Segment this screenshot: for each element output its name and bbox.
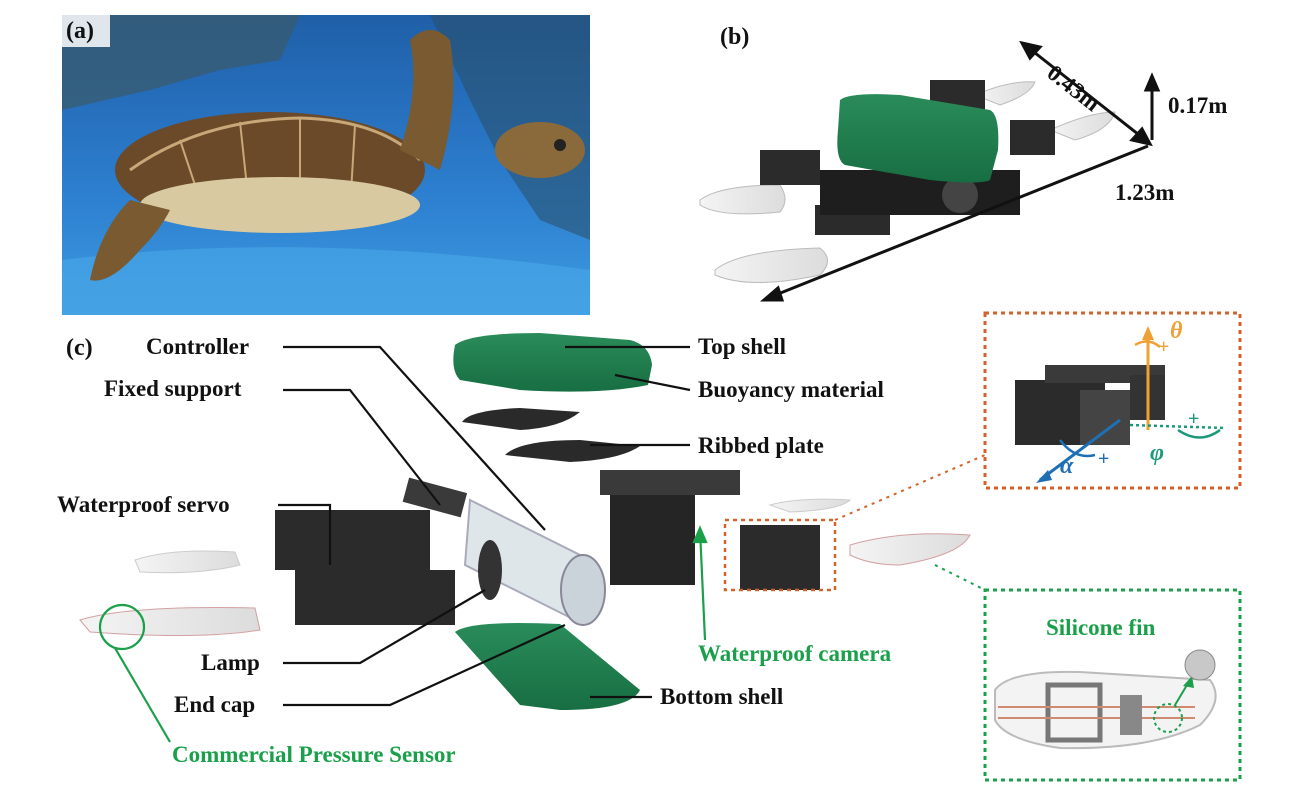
panel-label-b: (b) <box>720 24 750 50</box>
label-waterproof-camera: Waterproof camera <box>698 641 892 666</box>
theta-symbol: θ <box>1170 318 1183 344</box>
label-end-cap: End cap <box>174 692 256 717</box>
alpha-symbol: α <box>1060 453 1074 479</box>
turtle-photo <box>62 15 590 315</box>
label-silicone-fin: Silicone fin <box>1046 615 1156 640</box>
label-bottom-shell: Bottom shell <box>660 684 784 709</box>
label-buoyancy-material: Buoyancy material <box>698 377 884 402</box>
panel-label-a: (a) <box>66 18 94 44</box>
label-lamp: Lamp <box>201 650 260 675</box>
phi-symbol: φ <box>1150 440 1165 466</box>
dimension-arrows <box>759 40 1161 302</box>
label-ribbed-plate: Ribbed plate <box>698 433 824 458</box>
label-fixed-support: Fixed support <box>104 376 242 401</box>
label-top-shell: Top shell <box>698 334 787 359</box>
fin-callout <box>934 564 1242 782</box>
robot-render <box>699 80 1116 283</box>
joint-callout <box>723 311 1242 592</box>
dimension-length-label: 1.23m <box>1115 180 1175 205</box>
panel-label-c: (c) <box>66 335 93 361</box>
theta-plus: + <box>1158 336 1170 358</box>
dimension-height-label: 0.17m <box>1168 93 1228 118</box>
panel-a-label-bg <box>62 15 110 47</box>
alpha-plus: + <box>1098 448 1110 470</box>
label-waterproof-servo: Waterproof servo <box>57 492 230 517</box>
leader-lines <box>278 345 691 707</box>
label-commercial-pressure-sensor: Commercial Pressure Sensor <box>172 742 456 767</box>
phi-plus: + <box>1188 408 1200 430</box>
exploded-view <box>79 333 971 710</box>
green-leader-lines <box>98 525 708 743</box>
label-controller: Controller <box>146 334 250 359</box>
